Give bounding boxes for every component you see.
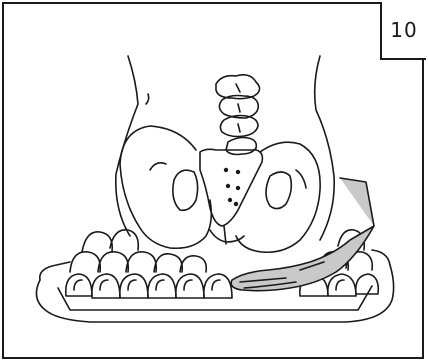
hips-outline	[114, 55, 336, 241]
step-number-box: 10	[380, 2, 426, 60]
hand	[230, 177, 375, 292]
cushion-air-cells	[64, 229, 380, 299]
pelvis	[119, 125, 321, 254]
step-number: 10	[390, 18, 418, 42]
spine	[215, 74, 261, 156]
